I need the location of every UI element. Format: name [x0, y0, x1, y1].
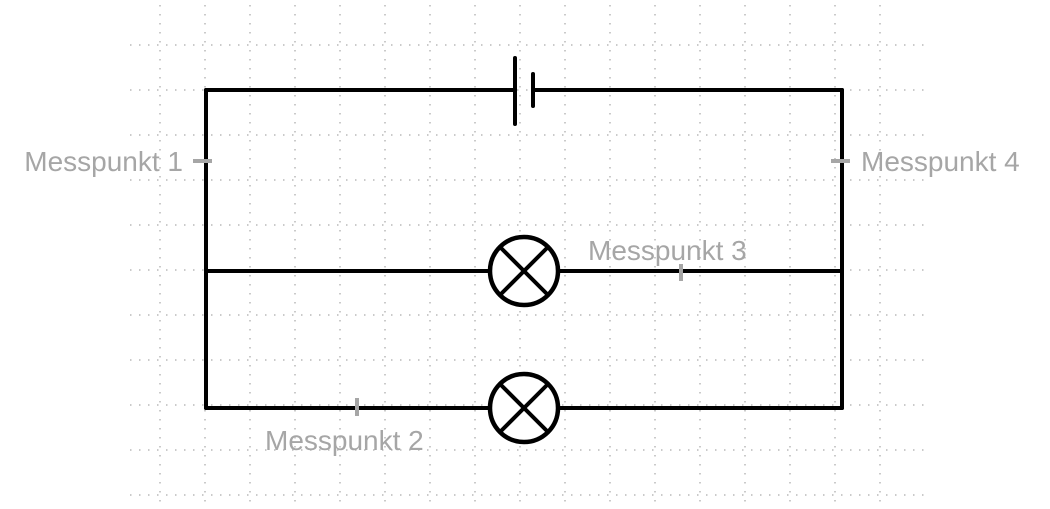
lamp-icon-middle	[487, 234, 561, 308]
battery-icon	[513, 56, 535, 126]
measure-point-2-label: Messpunkt 2	[265, 425, 424, 456]
circuit-wires	[204, 88, 844, 410]
measure-point-4-label: Messpunkt 4	[861, 146, 1020, 177]
measure-point-3-label: Messpunkt 3	[588, 235, 747, 266]
measure-point-1-label: Messpunkt 1	[24, 146, 183, 177]
lamp-icon-bottom	[487, 371, 561, 445]
